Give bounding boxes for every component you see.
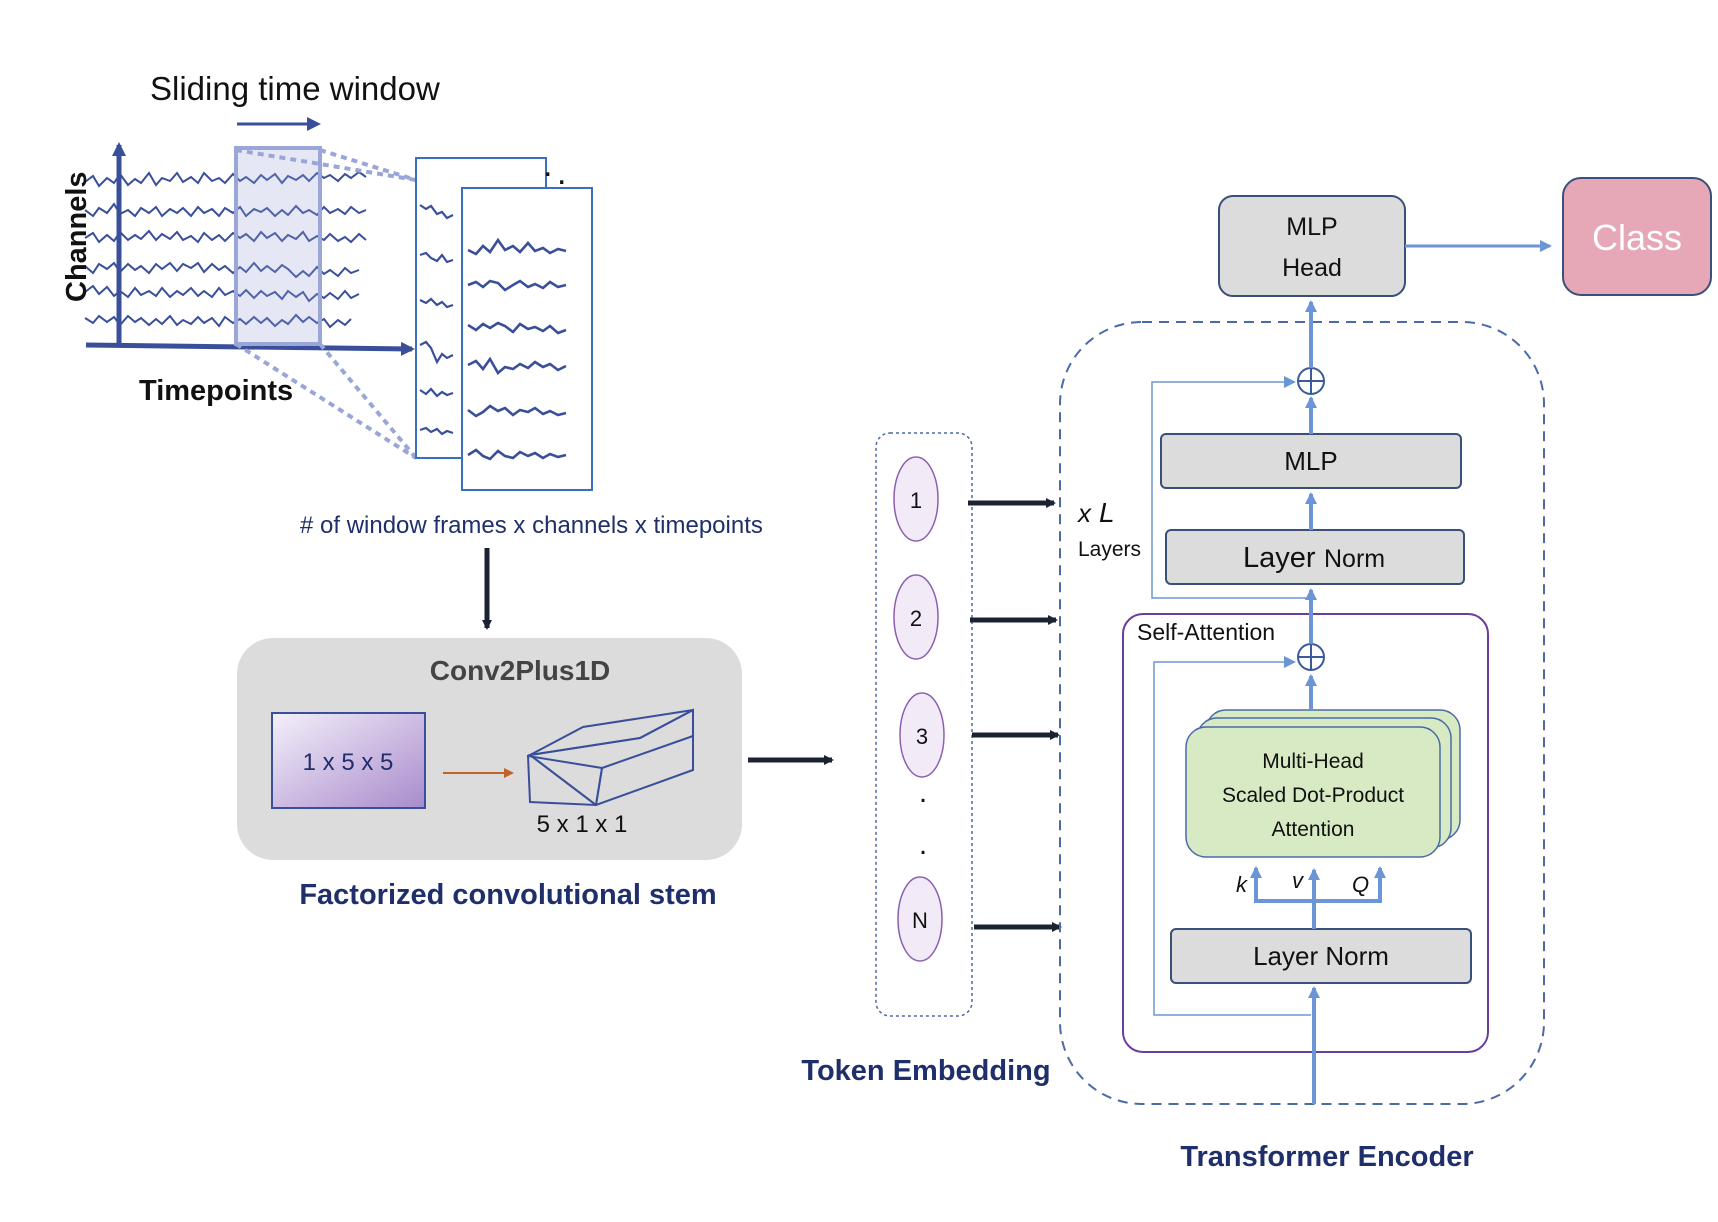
token-embedding-caption: Token Embedding	[801, 1055, 1050, 1087]
layers-label: Layers	[1078, 538, 1141, 561]
q-label: Q	[1352, 872, 1369, 897]
token-2	[893, 574, 939, 660]
token-column	[875, 432, 973, 1017]
attention-line-3: Attention	[1272, 818, 1355, 841]
time-window-highlight	[234, 146, 322, 346]
temporal-kernel-label: 5 x 1 x 1	[537, 811, 628, 838]
token-3-label: 3	[916, 724, 928, 749]
attention-line-1: Multi-Head	[1262, 750, 1364, 773]
repeat-l-label: L	[1099, 497, 1115, 528]
conv-stem: Conv2Plus1D 1 x 5 x 5 5 x 1 x 1 Factoriz…	[237, 638, 742, 911]
token-1-label: 1	[910, 488, 922, 513]
layer-norm-top-label-a: Layer	[1243, 542, 1316, 574]
token-ellipsis-1: .	[919, 776, 927, 809]
mlp-head-line-2: Head	[1282, 254, 1342, 282]
v-label: v	[1292, 868, 1305, 893]
more-frames-dots: .	[543, 146, 552, 184]
projection-line-top-right	[319, 148, 417, 182]
spatial-kernel-label: 1 x 5 x 5	[303, 749, 394, 776]
token-n-label: N	[912, 908, 928, 933]
conv-stem-caption: Factorized convolutional stem	[299, 879, 716, 911]
channels-label: Channels	[61, 171, 93, 302]
more-frames-dots-2: .	[557, 154, 566, 192]
layer-norm-bottom	[1170, 928, 1472, 984]
token-n	[897, 876, 943, 962]
spatial-kernel-box	[271, 712, 426, 809]
k-label: k	[1236, 872, 1248, 897]
repeat-x-label: x	[1076, 498, 1092, 528]
class-label: Class	[1592, 217, 1682, 258]
self-attention-frame	[1122, 613, 1489, 1053]
attention-head-front	[1185, 726, 1441, 858]
transformer-encoder: x L Layers Self-Attention Layer Norm k v…	[1059, 300, 1545, 1173]
temporal-kernel-box	[526, 708, 694, 807]
class-block	[1562, 177, 1712, 296]
classifier-head: MLP Head Class	[1218, 177, 1712, 297]
token-3	[899, 692, 945, 778]
projection-line-bottom	[234, 342, 418, 460]
eeg-traces	[84, 170, 367, 329]
token-embedding: 1 2 3 . . N Token Embedding	[801, 432, 1051, 1087]
token-2-label: 2	[910, 606, 922, 631]
skip-connection-mlp	[1151, 376, 1311, 599]
timepoints-label: Timepoints	[139, 375, 293, 407]
front-frame-traces	[467, 237, 567, 461]
conv-stem-title: Conv2Plus1D	[430, 655, 611, 686]
signal-window-figure: Sliding time window Channels Timepoints	[61, 70, 763, 539]
skip-connection-attention	[1153, 656, 1311, 1016]
projection-line-top	[235, 148, 417, 182]
mlp-head-line-1: MLP	[1286, 213, 1337, 241]
window-frame-front	[461, 187, 593, 491]
frames-caption: # of window frames x channels x timepoin…	[300, 512, 763, 539]
encoder-caption: Transformer Encoder	[1180, 1141, 1473, 1173]
sliding-window-label: Sliding time window	[150, 70, 440, 107]
self-attention-label: Self-Attention	[1137, 619, 1275, 645]
projection-line-bottom-right	[318, 342, 418, 460]
layer-norm-top	[1165, 529, 1465, 585]
mlp-label: MLP	[1284, 446, 1337, 476]
back-frame-traces	[419, 204, 454, 436]
layer-norm-top-label-b: Norm	[1324, 545, 1385, 573]
attention-line-2: Scaled Dot-Product	[1222, 784, 1404, 807]
encoder-frame	[1059, 321, 1545, 1105]
token-1	[893, 456, 939, 542]
token-ellipsis-2: .	[919, 828, 927, 861]
timepoints-axis	[85, 341, 415, 356]
layer-norm-bottom-label: Layer Norm	[1253, 941, 1389, 971]
